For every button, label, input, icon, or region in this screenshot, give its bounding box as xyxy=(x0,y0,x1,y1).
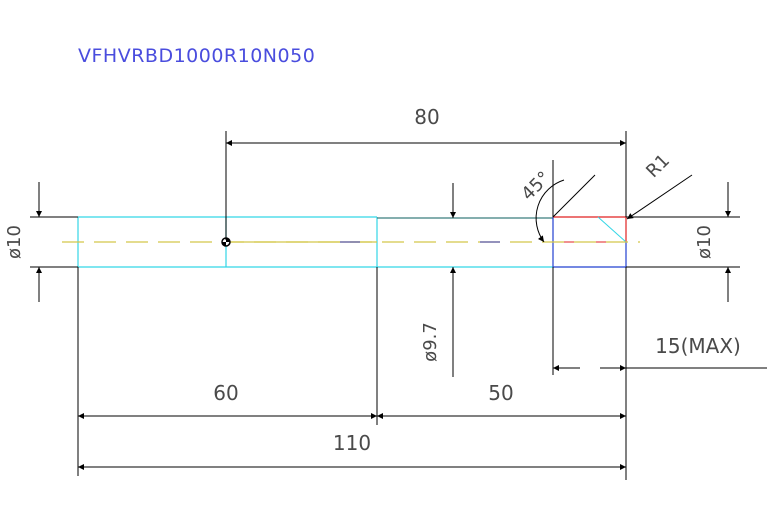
dimension-80-label: 80 xyxy=(414,105,439,129)
dimension-50-label: 50 xyxy=(488,381,513,405)
dimension-60-50 xyxy=(77,267,626,476)
dimension-45-degree xyxy=(535,160,596,243)
dimension-r1-label: R1 xyxy=(642,150,674,182)
dimension-dia10-right-label: ø10 xyxy=(694,225,715,259)
dimension-80 xyxy=(225,131,627,240)
dimension-dia10-left-label: ø10 xyxy=(4,225,25,259)
dimension-110-label: 110 xyxy=(333,431,371,455)
dimension-45-degree-label: 45° xyxy=(517,167,554,204)
tip-chamfer-line xyxy=(597,216,627,243)
dimension-15-max xyxy=(552,267,767,480)
dimension-dia10-right xyxy=(626,182,740,302)
dimension-60-label: 60 xyxy=(213,381,238,405)
dimension-r1 xyxy=(626,174,693,220)
dimension-dia9-7-label: ø9.7 xyxy=(420,322,441,362)
dimension-dia10-left xyxy=(30,182,78,302)
part-number-title: VFHVRBD1000R10N050 xyxy=(78,45,315,67)
dimension-15-max-label: 15(MAX) xyxy=(655,334,741,358)
